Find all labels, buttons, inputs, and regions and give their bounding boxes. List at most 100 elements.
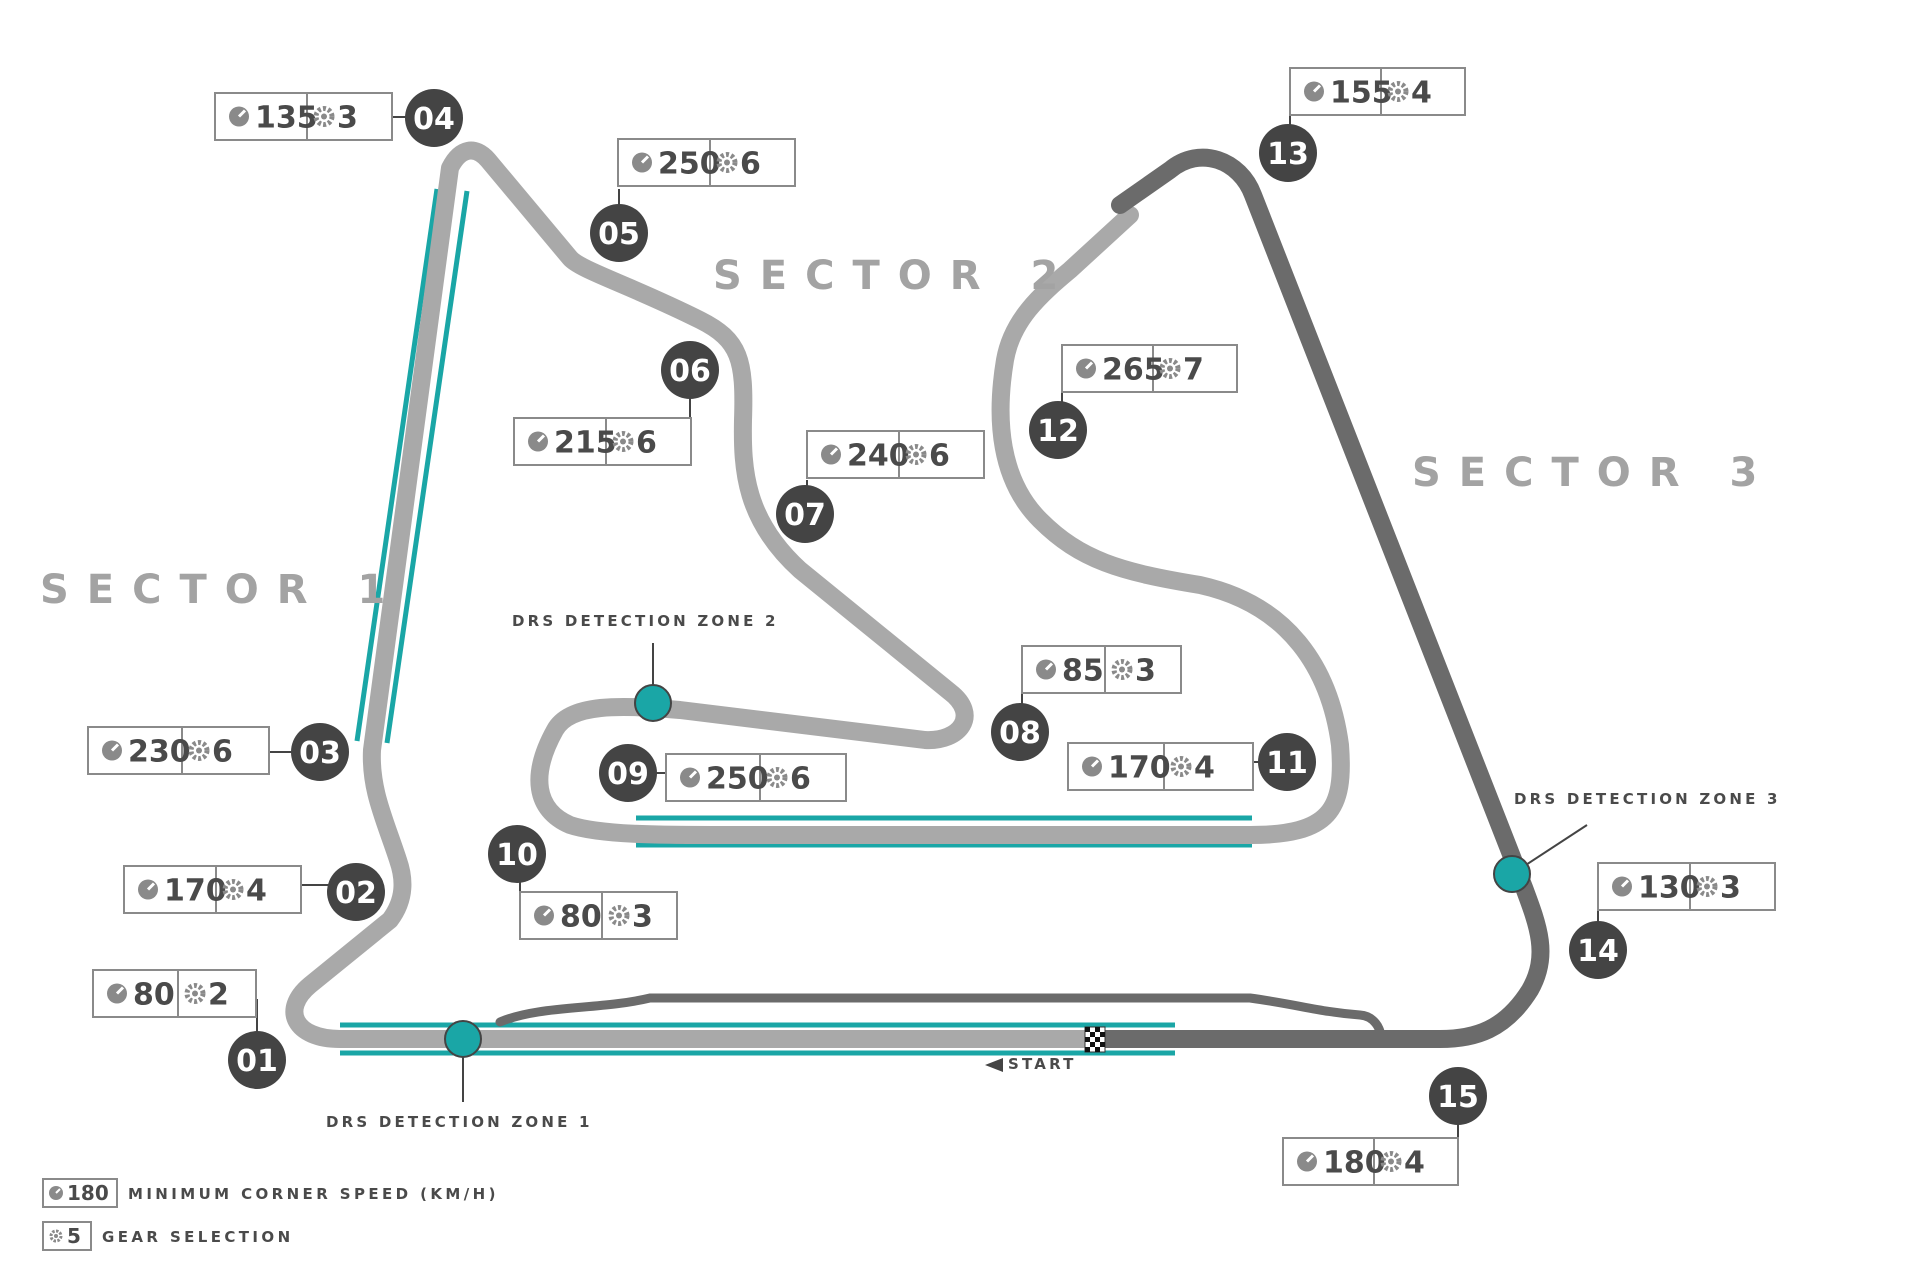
corner-number: 07 <box>784 498 826 533</box>
corner-15: 180 4 15 <box>1282 1067 1487 1186</box>
corner-number: 15 <box>1437 1080 1479 1115</box>
corner-number: 14 <box>1577 934 1619 969</box>
corner-badge <box>488 825 546 883</box>
corner-badge <box>228 1031 286 1089</box>
speedometer-icon <box>1297 1151 1317 1172</box>
drs-zone-back-straight <box>354 188 440 742</box>
drs-zones <box>340 188 1252 1056</box>
corner-speed: 250 <box>658 147 721 182</box>
start-arrow-icon <box>985 1058 1003 1072</box>
corner-speed: 135 <box>255 101 318 136</box>
speedometer-icon <box>632 152 652 173</box>
track-sector-1-2 <box>285 141 1350 1048</box>
corner-badge <box>1569 921 1627 979</box>
gear-icon <box>716 152 738 173</box>
gear-icon <box>49 1229 63 1243</box>
gear-icon <box>313 106 335 127</box>
corner-11: 170 4 11 <box>1067 733 1316 791</box>
gear-icon <box>188 740 210 761</box>
gear-icon <box>1696 876 1718 897</box>
corner-badge <box>327 863 385 921</box>
corner-08: 85 3 08 <box>991 645 1182 761</box>
corner-14: 130 3 14 <box>1569 862 1776 979</box>
gear-icon <box>1111 659 1133 680</box>
corner-number: 05 <box>598 217 640 252</box>
speedometer-icon <box>821 444 841 465</box>
corner-10: 80 3 10 <box>488 825 678 940</box>
corner-speed: 80 <box>133 978 175 1013</box>
speedometer-icon <box>138 879 158 900</box>
speedometer-icon <box>680 767 700 788</box>
corner-number: 11 <box>1266 746 1308 781</box>
corner-04: 135 3 04 <box>214 89 463 147</box>
corner-number: 13 <box>1267 137 1309 172</box>
corner-badge <box>1258 733 1316 791</box>
drs-detection-zone-1-label: DRS DETECTION ZONE 1 <box>326 1113 593 1131</box>
start-label: START <box>1008 1055 1077 1073</box>
speedometer-icon <box>229 106 249 127</box>
drs-zone-back-straight <box>384 190 470 744</box>
corner-speed: 170 <box>164 874 227 909</box>
corner-01: 80 201 <box>92 969 286 1089</box>
corner-badge <box>1429 1067 1487 1125</box>
corner-gear: 6 <box>636 426 657 461</box>
corner-speed: 230 <box>128 735 191 770</box>
speedometer-icon <box>1076 358 1096 379</box>
corner-speed: 80 <box>560 900 602 935</box>
corner-speed: 170 <box>1108 751 1171 786</box>
drs-detection-zone-2-label: DRS DETECTION ZONE 2 <box>512 612 779 630</box>
sector-2-label: SECTOR 2 <box>713 253 1077 299</box>
corner-gear: 6 <box>212 735 233 770</box>
corner-number: 08 <box>999 716 1041 751</box>
track-sector-3 <box>1096 148 1550 1048</box>
speedometer-icon <box>1612 876 1632 897</box>
corner-gear: 2 <box>208 978 229 1013</box>
corner-number: 10 <box>496 838 538 873</box>
legend-gear-value: 5 <box>67 1224 81 1248</box>
corner-badge <box>776 485 834 543</box>
corner-gear: 7 <box>1183 353 1204 388</box>
corner-gear: 3 <box>632 900 653 935</box>
legend-gear-label: GEAR SELECTION <box>102 1228 294 1246</box>
drs-marker-2 <box>634 684 672 722</box>
gear-icon <box>1159 358 1181 379</box>
corner-gear: 4 <box>1411 76 1432 111</box>
speedometer-icon <box>1304 81 1324 102</box>
corner-number: 01 <box>236 1044 278 1079</box>
corner-speed: 180 <box>1323 1146 1386 1181</box>
corner-badge <box>1029 401 1087 459</box>
speedometer-icon <box>107 983 127 1004</box>
corner-number: 02 <box>335 876 377 911</box>
corner-speed: 215 <box>554 426 617 461</box>
corner-gear: 3 <box>1135 654 1156 689</box>
corner-speed: 130 <box>1638 871 1701 906</box>
corner-gear: 3 <box>1720 871 1741 906</box>
corner-number: 04 <box>413 102 455 137</box>
gear-icon <box>1380 1151 1402 1172</box>
speedometer-icon <box>1036 659 1056 680</box>
corner-03: 230 6 03 <box>87 723 349 781</box>
gear-icon <box>184 983 206 1004</box>
legend-speed-box: 180 <box>42 1178 118 1208</box>
corner-gear: 6 <box>790 762 811 797</box>
corner-number: 03 <box>299 736 341 771</box>
speedometer-icon <box>1082 756 1102 777</box>
corner-gear: 4 <box>1404 1146 1425 1181</box>
corner-info-box <box>665 753 847 802</box>
corner-speed: 85 <box>1062 654 1104 689</box>
corner-gear: 3 <box>337 101 358 136</box>
corner-badge <box>599 744 657 802</box>
corner-number: 12 <box>1037 414 1079 449</box>
corner-gear: 6 <box>740 147 761 182</box>
corner-gear: 4 <box>1194 751 1215 786</box>
corner-badge <box>405 89 463 147</box>
gear-icon <box>905 444 927 465</box>
legend-gear-box: 5 <box>42 1221 92 1251</box>
drs-marker-3 <box>1493 855 1531 893</box>
